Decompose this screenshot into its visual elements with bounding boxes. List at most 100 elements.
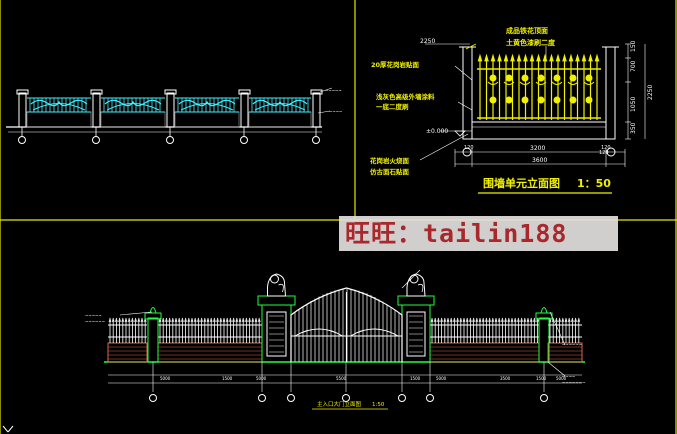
picket-tip [219,317,223,323]
dim-total-height: 2250 [647,85,654,100]
pillar-panel-1 [406,311,426,357]
picket-tip [504,317,507,323]
scroll-1 [104,99,162,107]
ornament-upper-2 [521,74,529,82]
picket-tip [437,317,440,323]
gate-axis-bubble-2 [287,394,295,402]
small-post-finial-1 [540,307,548,314]
gate-axis-bubble-6 [540,394,548,402]
dim-right-120: 120 [601,145,611,151]
gate-arch-right [350,328,399,337]
small-post-finial-0 [149,307,157,314]
pillar-cap-2 [164,89,177,95]
gate-right-note-1: ~~~~~~ [562,342,582,347]
picket-tip [488,317,491,323]
ornament-curl-5 [567,81,579,85]
fence-spear [516,53,522,62]
picket-tip [222,317,226,323]
picket-tip [229,317,232,323]
picket-tip [115,317,118,323]
picket-tip [501,317,504,323]
label-paint-1: 浅灰色高级外墙涂料 [376,92,435,101]
gate-leader-left [119,311,153,316]
picket-tip [111,317,115,323]
picket-tip [469,317,472,323]
fence-spear [497,53,502,62]
picket-tip [513,317,517,323]
fence-spear [523,53,528,62]
ornament-curl-4 [551,81,563,85]
picket-tip [165,317,168,323]
dim-right-120b: 120 [599,150,609,156]
picket-tip [478,317,482,323]
picket-tip [184,317,187,323]
dim-1050: 1050 [630,97,637,112]
small-post-cap-0 [144,312,162,320]
gate-dim-8: 1500 [536,376,547,381]
gate-dim-1: 5000 [160,376,171,381]
picket-tip [254,317,258,323]
picket-tip [507,317,511,323]
pillar-panel-0 [266,311,287,357]
ornament-lower-0 [489,96,497,104]
dim-3200: 3200 [530,145,545,152]
gate-dim-9: 5000 [556,376,567,381]
picket-tip [555,317,558,323]
pillar-4 [312,92,321,128]
scroll-lower-1 [106,103,160,111]
picket-tip [574,317,577,323]
picket-tip [134,317,137,323]
axis-bubble-2 [166,136,174,144]
gate-scale: 1:50 [372,402,385,408]
picket-tip [517,317,520,323]
picket-tip [158,317,162,323]
lion-head-1 [409,274,419,284]
picket-tip [197,317,200,323]
fence-spear [594,53,600,62]
picket-tip [137,317,141,323]
pillar-1 [92,92,101,128]
picket-tip [485,317,488,323]
scroll-0 [30,99,88,107]
picket-tip [238,317,242,323]
picket-tip [181,317,184,323]
fence-spear [562,53,567,62]
ornament-lower-2 [521,96,529,104]
gate-right-note-3: ~~~~~~~ [562,380,585,385]
picket-tip [453,317,456,323]
ornament-upper-4 [553,74,561,82]
picket-tip [440,317,443,323]
picket-tip [174,317,178,323]
gate-axis-bubble-3 [342,394,350,402]
label-stone-2: 仿古面石贴面 [370,167,410,176]
picket-tip [497,317,501,323]
fence-spear [575,53,580,62]
axis-bubble-3 [240,136,248,144]
lion-head-0 [270,274,279,284]
ornament-upper-3 [537,74,545,82]
picket-tip [251,317,255,323]
small-fence-note-1: ~~~~~ [325,88,342,93]
gate-left-note-1: ~~~~~ [85,313,102,318]
small-fence-note-2: ~~~~ [329,109,342,114]
picket-tip [206,317,210,323]
picket-tip [577,317,581,323]
picket-tip [121,317,125,323]
picket-tip [168,317,171,323]
ornament-curl-0 [487,81,499,85]
picket-tip [213,317,216,323]
pillar-3 [240,92,249,128]
pillar-cap-1 [90,89,103,95]
gate-left-note-2: ~~~~~~ [85,319,105,324]
picket-tip [193,317,197,323]
axis-bubble-4 [312,136,320,144]
ornament-upper-5 [569,74,577,82]
dim-150: 150 [630,40,637,52]
picket-tip [124,317,128,323]
main-gate-elevation [104,269,585,410]
picket-tip [232,317,235,323]
picket-tip [225,317,229,323]
ornament-upper-6 [585,74,593,82]
brick-plinth-edge1 [547,342,583,363]
fence-spear [536,53,541,62]
